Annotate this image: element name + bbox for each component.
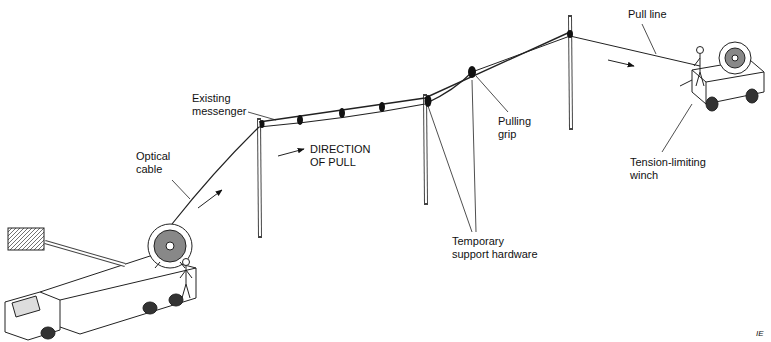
worker [180, 259, 192, 299]
tension-winch [680, 42, 764, 111]
direction-arrow [608, 60, 634, 66]
messenger-strand [259, 32, 570, 122]
pull-line [472, 36, 700, 72]
optical-cable [172, 127, 259, 224]
direction-label: DIRECTION OF PULL [310, 143, 382, 169]
callout-label: Optical cable [136, 150, 186, 176]
callout-label: Pull line [628, 8, 667, 21]
temporary-support [260, 30, 574, 128]
direction-arrow [278, 149, 304, 156]
callout-label: Existing messenger [192, 92, 254, 118]
leader-line [172, 24, 692, 232]
optical-cable [259, 72, 472, 127]
callout-label: Temporary support hardware [452, 235, 538, 261]
callout-label: Pulling grip [498, 115, 546, 141]
direction-arrow [198, 190, 222, 208]
worker [694, 47, 704, 87]
bucket-truck [5, 224, 196, 340]
watermark: IE [756, 327, 764, 340]
callout-label: Tension-limiting winch [630, 156, 710, 182]
utility-pole [259, 15, 571, 238]
